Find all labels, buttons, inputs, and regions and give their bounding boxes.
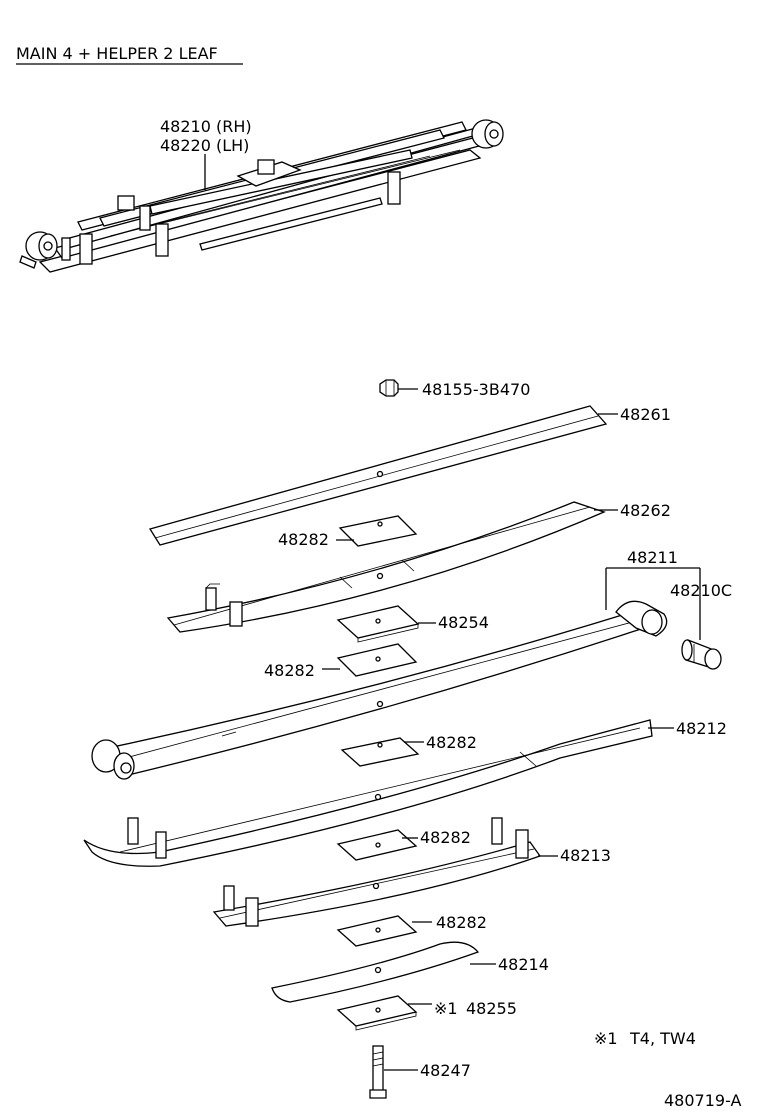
figure-id: 480719-A [664, 1091, 742, 1110]
label-48282-e: 48282 [436, 913, 487, 932]
assembled-leaf-spring [19, 119, 504, 273]
label-48282-d: 48282 [420, 828, 471, 847]
note-mark: ※1 [594, 1029, 618, 1048]
assembly-part-rh: 48210 (RH) [160, 117, 252, 136]
main-leaf-48211 [91, 600, 668, 780]
diagram-title: MAIN 4 + HELPER 2 LEAF [16, 44, 218, 63]
label-48255: 48255 [466, 999, 517, 1018]
spacer-48282-a [338, 515, 418, 547]
leaf-48262 [166, 501, 606, 633]
leaf-48213 [212, 817, 542, 927]
spacer-48282-c [340, 737, 420, 767]
leaf-48214 [271, 941, 480, 1003]
label-48211: 48211 [627, 548, 678, 567]
label-nut: 48155-3B470 [422, 380, 530, 399]
label-48282-a: 48282 [278, 530, 329, 549]
label-48282-b: 48282 [264, 661, 315, 680]
note-text: T4, TW4 [629, 1029, 696, 1048]
label-48214: 48214 [498, 955, 549, 974]
label-48247: 48247 [420, 1061, 471, 1080]
label-48254: 48254 [438, 613, 489, 632]
bushing-icon [681, 639, 722, 670]
label-48213: 48213 [560, 846, 611, 865]
label-48261: 48261 [620, 405, 671, 424]
leaf-48261 [148, 405, 608, 546]
center-bolt-icon [369, 1045, 387, 1099]
assembly-part-lh: 48220 (LH) [160, 136, 249, 155]
label-48282-c: 48282 [426, 733, 477, 752]
nut-icon [379, 379, 399, 397]
leaf-48212 [83, 719, 653, 867]
mark-48255: ※1 [434, 999, 458, 1018]
label-48210c: 48210C [670, 581, 732, 600]
label-48212: 48212 [676, 719, 727, 738]
label-48262: 48262 [620, 501, 671, 520]
